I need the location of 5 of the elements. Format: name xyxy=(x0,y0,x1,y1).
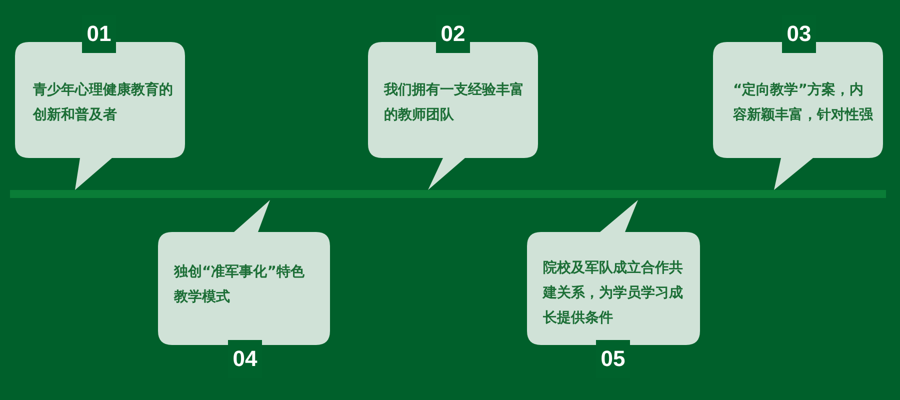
bubble-text: 青少年心理健康教育的创新和普及者 xyxy=(33,80,173,125)
bubble-text: 我们拥有一支经验丰富的教师团队 xyxy=(384,81,525,125)
bubble-text: “定向教学”方案，内容新颖丰富，针对性强 xyxy=(733,80,873,125)
bubble-text: 独创“准军事化”特色教学模式 xyxy=(174,263,306,307)
bubble-text: 院校及军队成立合作共建关系，为学员学习成长提供条件 xyxy=(543,258,684,328)
